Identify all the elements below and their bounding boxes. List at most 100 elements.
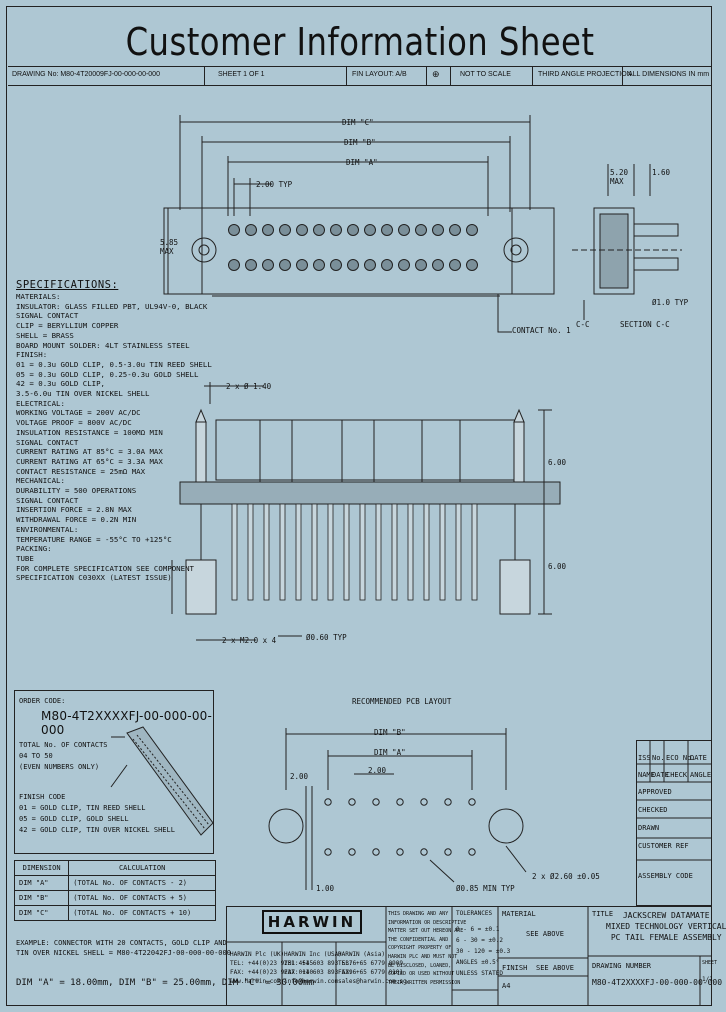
dimension-header: DIMENSION [13, 860, 70, 876]
spec-line: WITHDRAWAL FORCE = 0.2N MIN [16, 515, 137, 525]
pitch-label: 2.00 TYP [256, 180, 293, 189]
spec-line: TEMPERATURE RANGE = -55°C TO +125°C [16, 534, 172, 544]
spec-heading: SPECIFICATIONS: [16, 279, 119, 291]
title-block-text: HARWIN Plc (UK) TEL: +44(0)23 9231 4545 … [226, 906, 726, 1006]
tolerances-label: TOLERANCES [456, 910, 493, 917]
notice-line: THEIR WRITTEN PERMISSION [388, 979, 461, 986]
pcb-dim-2: 2.00 [368, 766, 387, 775]
notice-line: THE CONFIDENTIAL AND [388, 936, 449, 943]
harwin-logo: HARWIN [262, 910, 362, 934]
spec-line: ELECTRICAL: [16, 398, 65, 408]
projection-note: THIRD ANGLE PROJECTION [538, 71, 632, 78]
approved-label: APPROVED [638, 788, 672, 796]
product-title-line: MIXED TECHNOLOGY VERTICAL [606, 922, 726, 931]
top-view-drawing [163, 115, 682, 333]
office-line: FAX: +1 603 893 5396 [284, 969, 357, 976]
drawing-number-label: DRAWING NUMBER [592, 962, 652, 970]
pcb-hole-label: Ø0.85 MIN TYP [456, 884, 515, 893]
dim-c-label: DIM "C" [342, 118, 374, 127]
revision-labels: ISS No. ECO No. DATE NAME DATE CHECK ANG… [636, 740, 712, 906]
calculation-header: CALCULATION [68, 860, 216, 876]
tolerance-line: 6 - 30 = ±0.2 [456, 937, 503, 944]
order-finish-line: 01 = GOLD CLIP, TIN REED SHELL [19, 804, 146, 812]
connector-illustration [110, 726, 214, 836]
fin-layout: FIN LAYOUT: A/B [352, 71, 407, 78]
tolerance-line: 30 - 120 = ±0.3 [456, 948, 511, 955]
title-label: TITLE [592, 910, 614, 918]
example-text: EXAMPLE: CONNECTOR WITH 20 CONTACTS, GOL… [16, 938, 231, 958]
order-code-label: ORDER CODE: [19, 697, 66, 705]
section-ref: C-C [576, 320, 590, 329]
spec-line: SHELL = BRASS [16, 330, 74, 340]
order-code: M80-4T2XXXXFJ-00-000-00-000 [41, 709, 213, 737]
office-line: HARWIN (Asia) [338, 951, 385, 958]
page-title: Customer Information Sheet [125, 20, 595, 64]
dimension-table: DIMENSION CALCULATION DIM "A" (TOTAL No.… [13, 860, 216, 921]
spec-line: SIGNAL CONTACT [16, 495, 79, 505]
office-line: TEL: +65 6779 0909 [338, 960, 404, 967]
material-label: MATERIAL [502, 910, 536, 918]
example-line: EXAMPLE: CONNECTOR WITH 20 CONTACTS, GOL… [16, 939, 227, 947]
notice-line: MATTER SET OUT HEREON ARE [388, 928, 464, 935]
header-strip: DRAWING No: M80-4T20009FJ-00-000-00-000 … [8, 66, 712, 86]
finish-value: SEE ABOVE [536, 964, 574, 972]
rev-col: DATE [690, 754, 707, 762]
spec-line: MECHANICAL: [16, 476, 65, 486]
dim-b-label: DIM "B" [344, 138, 376, 147]
notice-line: COPIED OR USED WITHOUT [388, 971, 455, 978]
office-line: info@harwin.com [284, 978, 339, 985]
units-note: ALL DIMENSIONS IN mm [628, 71, 710, 78]
material-value: SEE ABOVE [526, 930, 564, 938]
side-dim-2: 1.60 [652, 168, 671, 177]
calculation-cell: (TOTAL No. OF CONTACTS + 5) [68, 890, 216, 906]
rev-cell: ANGLE [690, 771, 712, 779]
notice-line: THIS DRAWING AND ANY [388, 911, 449, 917]
product-title-line: PC TAIL FEMALE ASSEMBLY [610, 933, 722, 942]
rev-cell: NAME [638, 771, 655, 779]
sheet-value: 1/1 [702, 976, 713, 983]
front-pcb-label: 2 x M2.0 x 4 [222, 636, 277, 645]
office-line: HARWIN Inc (USA) [284, 951, 342, 958]
notice-line: COPYRIGHT PROPERTY OF [388, 945, 452, 952]
spec-line: 42 = 0.3u GOLD CLIP, [16, 379, 105, 389]
pcb-dim-a: DIM "A" [374, 748, 406, 757]
table-row: DIM "A" (TOTAL No. OF CONTACTS - 2) [13, 875, 216, 891]
table-row: DIM "B" (TOTAL No. OF CONTACTS + 5) [13, 890, 216, 906]
spec-line: FINISH: [16, 350, 48, 360]
spec-line: CLIP = BERYLLIUM COPPER [16, 321, 119, 331]
spec-line: SIGNAL CONTACT [16, 311, 79, 321]
projection-symbol: ⊕ [432, 69, 440, 79]
spec-line: INSULATION RESISTANCE = 100MΩ MIN [16, 427, 163, 437]
checked-label: CHECKED [638, 806, 668, 814]
front-pin-label: Ø0.60 TYP [306, 633, 347, 642]
spec-line: SPECIFICATION C030XX (LATEST ISSUE) [16, 573, 172, 583]
order-total-line: 04 TO 50 [19, 752, 53, 760]
dimension-cell: DIM "B" [13, 890, 70, 906]
office-line: sales@harwin.com.sg [338, 978, 407, 985]
copyright-notice: THIS DRAWING AND ANY INFORMATION OR DESC… [388, 910, 466, 987]
revision-block [636, 740, 712, 906]
spec-line: ENVIRONMENTAL: [16, 524, 79, 534]
dimension-cell: DIM "A" [13, 875, 70, 891]
rev-col: No. [652, 754, 665, 762]
spec-line: VOLTAGE PROOF = 800V AC/DC [16, 418, 132, 428]
rev-col: ISS [638, 754, 651, 762]
spec-line: FOR COMPLETE SPECIFICATION SEE COMPONENT [16, 563, 194, 573]
finish-label: FINISH [502, 964, 528, 972]
height-label: 5.85 MAX [160, 238, 179, 256]
scale-note: NOT TO SCALE [460, 71, 511, 78]
rev-cell: CHECK [666, 771, 688, 779]
tolerance-line: UNLESS STATED [456, 970, 503, 977]
front-height-2: 6.00 [548, 562, 567, 571]
office-line: www.harwin.com [230, 978, 281, 985]
spec-line: TUBE [16, 553, 34, 563]
office-usa: HARWIN Inc (USA) TEL: +1 603 893 5376 FA… [284, 950, 356, 986]
spec-line: DURABILITY = 500 OPERATIONS [16, 486, 137, 496]
section-label: SECTION C-C [620, 320, 670, 329]
spec-line: INSULATOR: GLASS FILLED PBT, UL94V-0, BL… [16, 301, 208, 311]
order-total-line: (EVEN NUMBERS ONLY) [19, 763, 100, 771]
spec-line: BOARD MOUNT SOLDER: 4LT STAINLESS STEEL [16, 340, 190, 350]
office-line: FAX: +65 6779 0101 [338, 969, 404, 976]
drawing-number-value: M80-4T2XXXXFJ-00-000-00-000 [592, 978, 723, 987]
